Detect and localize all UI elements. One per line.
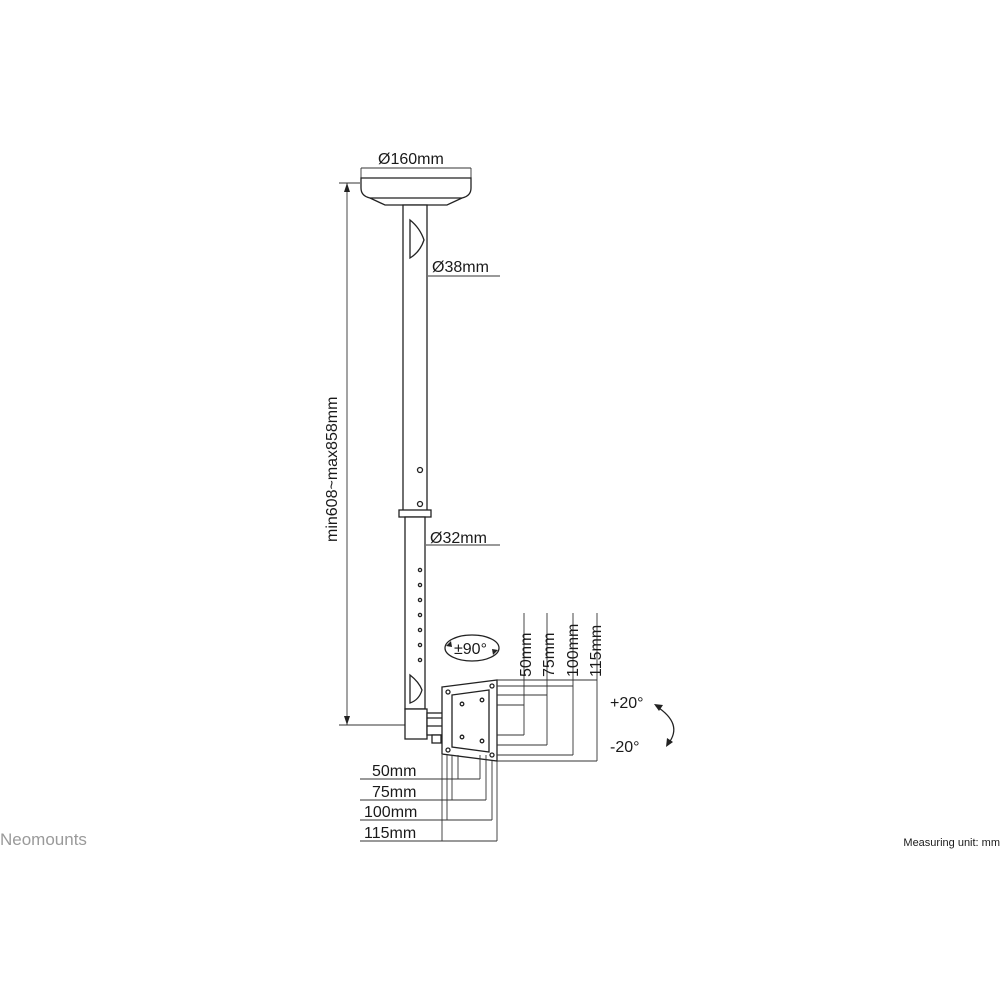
vesa-vertical-dimension-lines bbox=[497, 613, 598, 762]
vesa-horizontal-115-label: 115mm bbox=[364, 825, 416, 842]
ceiling-plate bbox=[360, 167, 472, 206]
brand-logo: Neomounts bbox=[0, 830, 87, 849]
vesa-vertical-50-label: 50mm bbox=[518, 633, 535, 677]
vesa-horizontal-75-label: 75mm bbox=[372, 784, 416, 801]
vesa-vertical-75-label: 75mm bbox=[541, 633, 558, 677]
rotation-label: ±90° bbox=[454, 641, 487, 658]
ceiling-plate-diameter-label: Ø160mm bbox=[378, 151, 444, 168]
vesa-horizontal-50-label: 50mm bbox=[372, 763, 416, 780]
vesa-horizontal-100-label: 100mm bbox=[364, 804, 417, 821]
height-range-label: min608~max858mm bbox=[324, 397, 341, 542]
upper-tube bbox=[402, 204, 500, 514]
vesa-vertical-100-label: 100mm bbox=[565, 624, 582, 677]
vesa-plate bbox=[441, 679, 498, 762]
tilt-down-label: -20° bbox=[610, 739, 640, 756]
vesa-vertical-115-label: 115mm bbox=[588, 625, 605, 677]
height-dimension-line bbox=[339, 182, 405, 726]
tilt-up-label: +20° bbox=[610, 695, 644, 712]
measuring-unit-note: Measuring unit: mm bbox=[903, 837, 1000, 849]
rotation-indicator bbox=[444, 634, 500, 662]
tilt-arrow bbox=[654, 704, 675, 747]
upper-tube-diameter-label: Ø38mm bbox=[432, 259, 489, 276]
vesa-horizontal-dimension-lines bbox=[360, 755, 498, 842]
lower-tube-diameter-label: Ø32mm bbox=[430, 530, 487, 547]
